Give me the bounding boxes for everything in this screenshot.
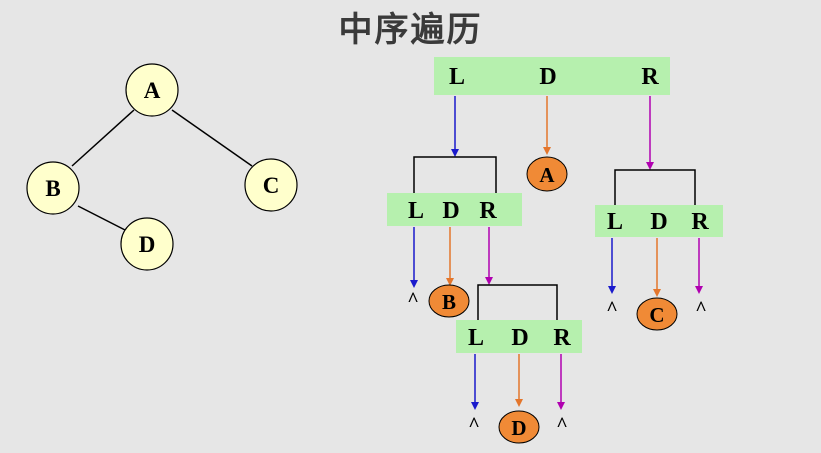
ldr-box-root: L D R bbox=[434, 57, 670, 95]
tree-node-a bbox=[125, 63, 179, 117]
ldr-box-d-d: D bbox=[511, 325, 528, 351]
ldr-box-root-bg bbox=[434, 57, 670, 95]
ldr-box-d-bg bbox=[456, 320, 582, 353]
visited-node-c-label: C bbox=[649, 303, 664, 327]
null-b-left: ^ bbox=[407, 289, 419, 311]
tree-node-c bbox=[244, 158, 298, 212]
ldr-box-b-r: R bbox=[479, 198, 497, 224]
ldr-box-b-bg bbox=[387, 193, 522, 226]
visited-node-a bbox=[526, 156, 568, 192]
ldr-box-root-l: L bbox=[449, 64, 465, 90]
bracket-left-subtree bbox=[413, 156, 497, 193]
null-d-left: ^ bbox=[468, 414, 480, 436]
null-c-left: ^ bbox=[606, 298, 618, 320]
visited-node-d-label: D bbox=[511, 416, 526, 440]
null-c-right: ^ bbox=[695, 298, 707, 320]
tree-edge-a-c bbox=[171, 109, 253, 167]
ldr-box-c: L D R bbox=[595, 205, 723, 237]
visited-node-c bbox=[636, 297, 678, 331]
ldr-box-c-l: L bbox=[607, 209, 623, 235]
ldr-box-d-l: L bbox=[468, 325, 484, 351]
bracket-right-subtree bbox=[614, 169, 696, 205]
ldr-box-c-r: R bbox=[691, 209, 709, 235]
tree-node-b bbox=[26, 161, 80, 215]
ldr-box-d-r: R bbox=[553, 325, 571, 351]
tree-edge-b-d bbox=[77, 205, 128, 232]
binary-tree: A B C D bbox=[26, 63, 298, 271]
null-d-right: ^ bbox=[556, 414, 568, 436]
bracket-b-right-subtree bbox=[477, 284, 558, 320]
visited-node-a-label: A bbox=[539, 163, 555, 187]
tree-node-b-label: B bbox=[45, 176, 60, 201]
ldr-box-d: L D R bbox=[456, 320, 582, 353]
ldr-box-b: L D R bbox=[387, 193, 522, 226]
tree-node-d bbox=[120, 217, 174, 271]
ldr-box-root-r: R bbox=[641, 64, 659, 90]
ldr-box-c-d: D bbox=[650, 209, 667, 235]
visited-node-b-label: B bbox=[442, 290, 456, 314]
tree-edge-a-b bbox=[71, 109, 135, 167]
visited-node-d bbox=[498, 410, 540, 444]
tree-node-d-label: D bbox=[139, 232, 156, 257]
visited-node-b bbox=[428, 284, 470, 318]
tree-node-a-label: A bbox=[144, 78, 161, 103]
slide-title: 中序遍历 bbox=[338, 10, 483, 50]
tree-node-c-label: C bbox=[263, 173, 280, 198]
ldr-box-root-d: D bbox=[539, 64, 556, 90]
ldr-box-c-bg bbox=[595, 205, 723, 237]
ldr-box-b-d: D bbox=[442, 198, 459, 224]
ldr-box-b-l: L bbox=[408, 198, 424, 224]
